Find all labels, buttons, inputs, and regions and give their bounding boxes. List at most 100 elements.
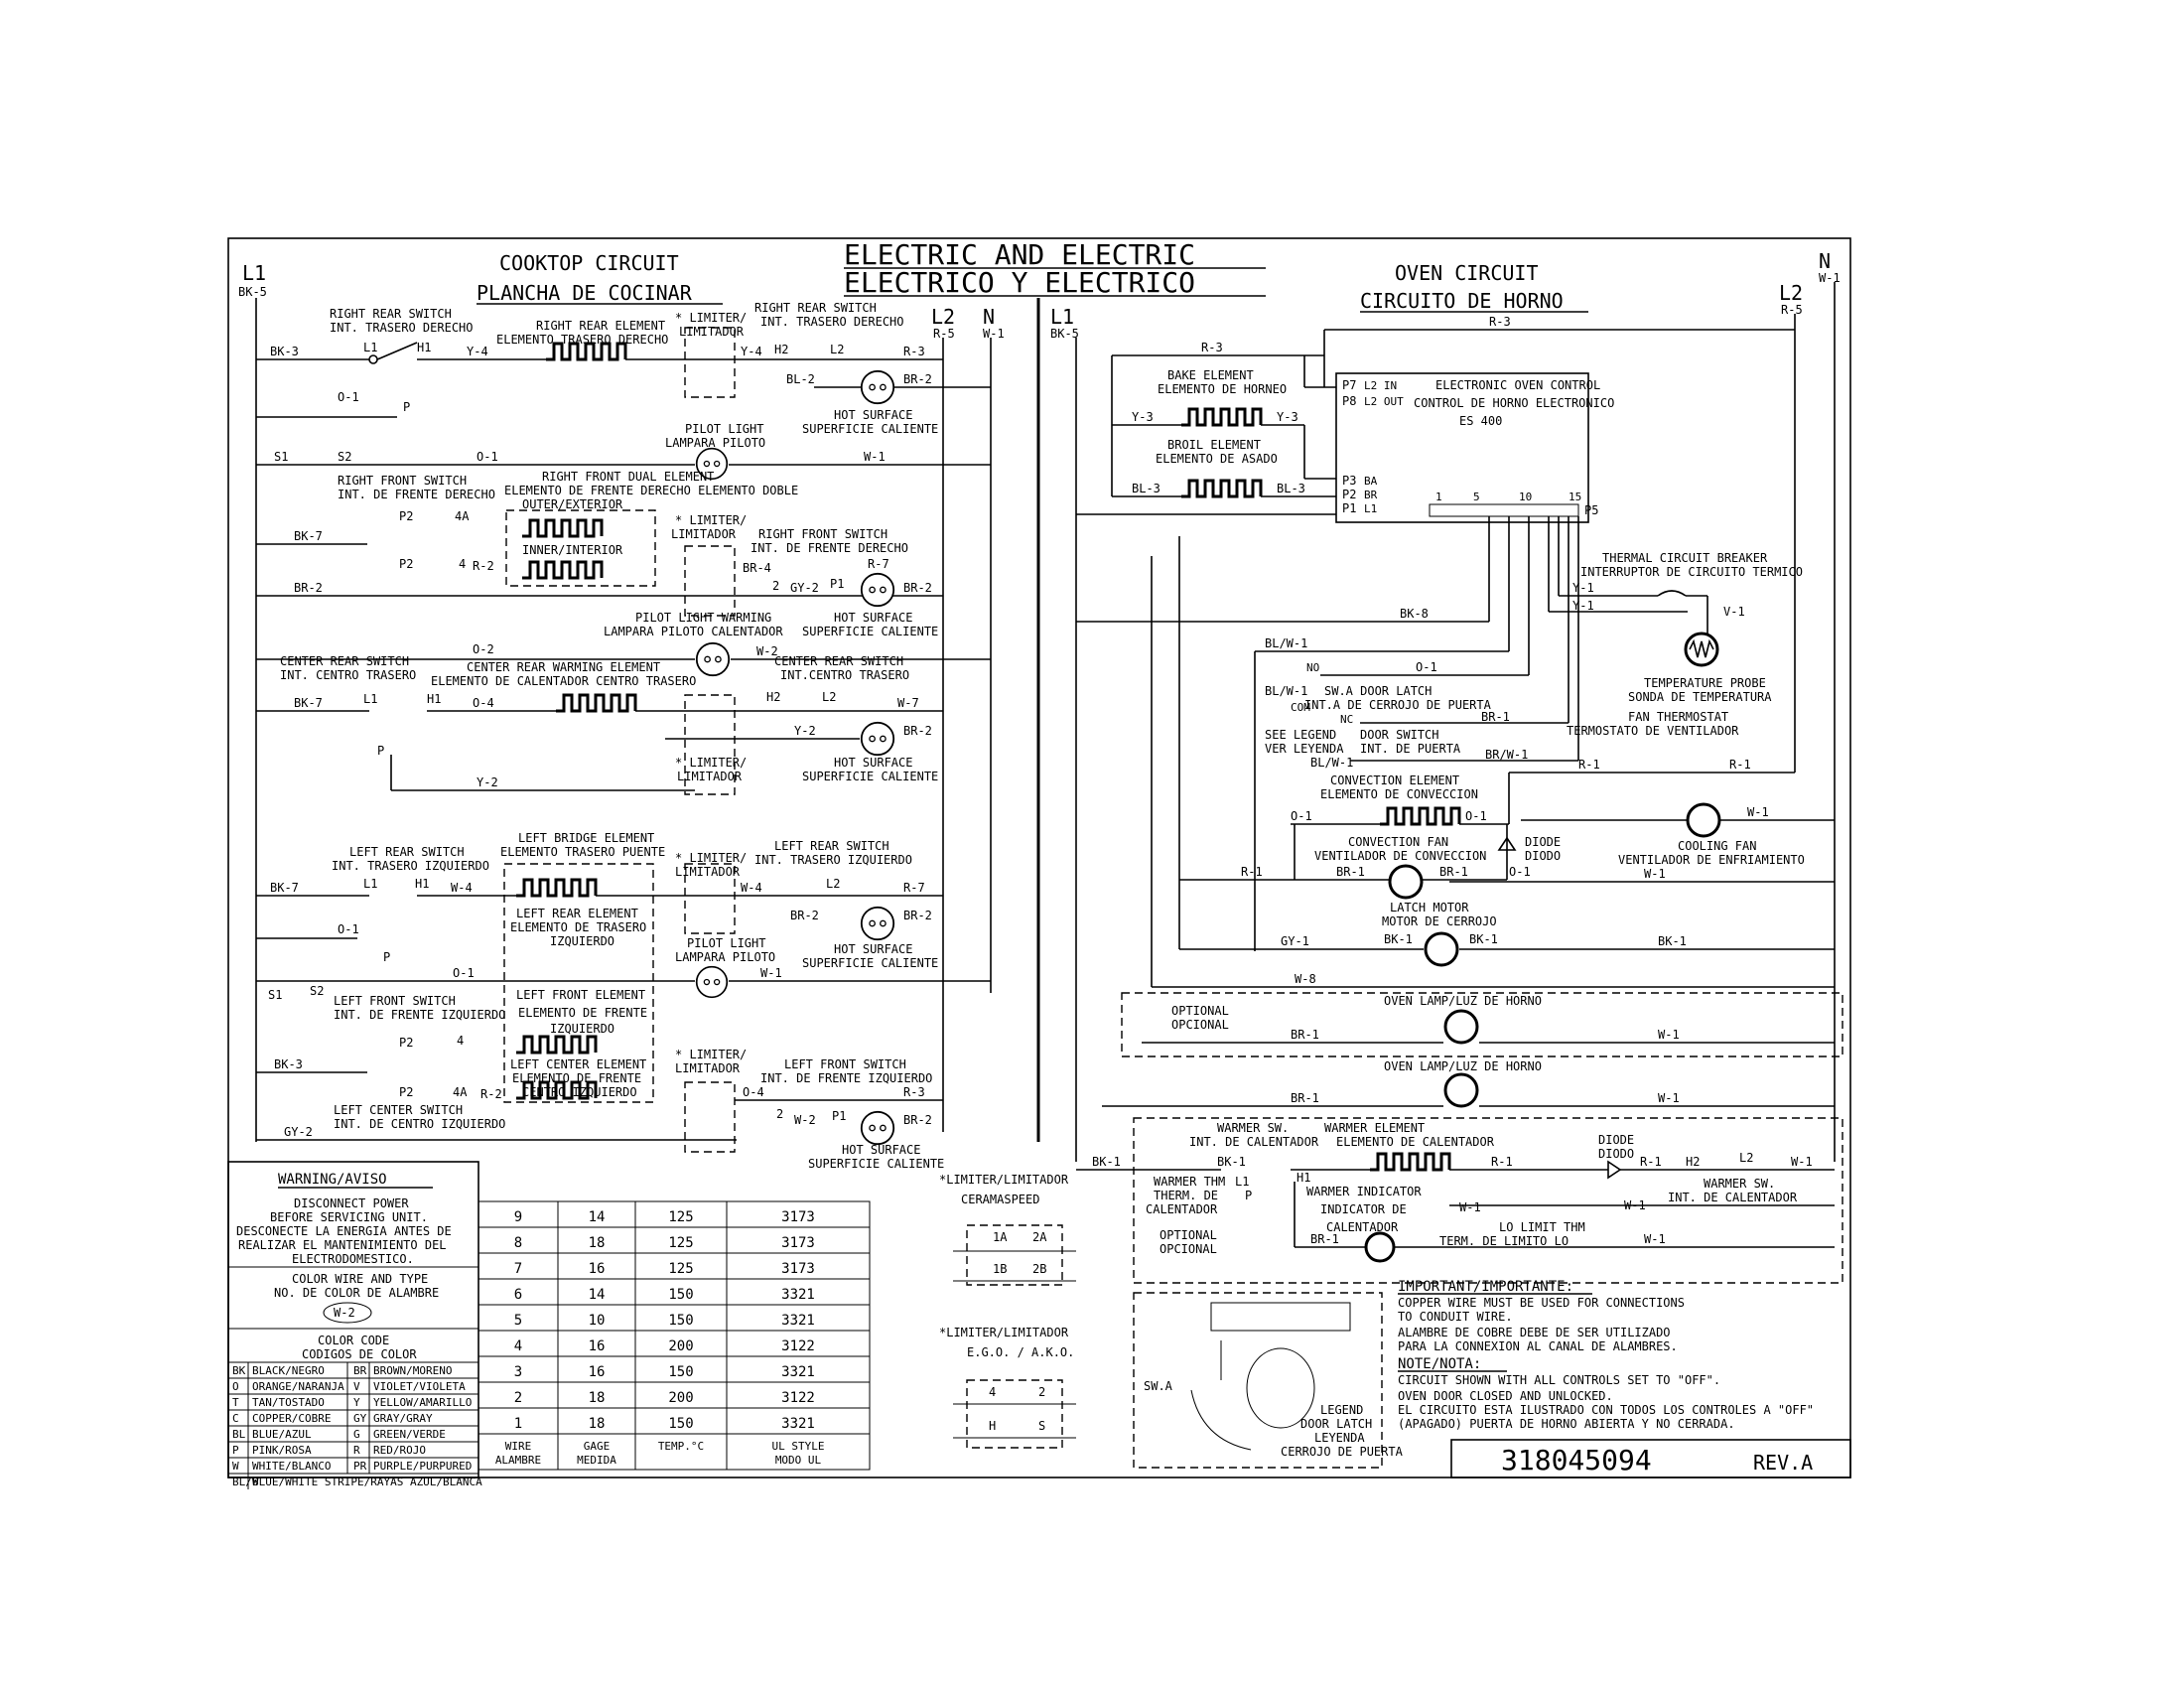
wire-table-cell: 3 [514, 1364, 522, 1380]
color-code-cell: BK [232, 1364, 246, 1377]
wire-sample [323, 1302, 372, 1324]
svg-text:DIODO: DIODO [1525, 849, 1561, 863]
oven-rail-l2-label: L2 [1779, 281, 1803, 305]
svg-text:4: 4 [459, 557, 466, 571]
svg-text:INDICATOR DE: INDICATOR DE [1320, 1202, 1407, 1216]
svg-text:S1: S1 [268, 988, 282, 1002]
svg-text:Y-3: Y-3 [1132, 410, 1154, 424]
svg-text:BR-1: BR-1 [1481, 710, 1510, 724]
svg-text:GY-1: GY-1 [1281, 934, 1309, 948]
svg-text:REALIZAR EL MANTENIMIENTO DEL: REALIZAR EL MANTENIMIENTO DEL [238, 1238, 447, 1252]
oven-rail-l1-label: L1 [1050, 305, 1074, 329]
svg-text:VENTILADOR DE CONVECCION: VENTILADOR DE CONVECCION [1314, 849, 1486, 863]
svg-text:BR-1: BR-1 [1310, 1232, 1339, 1246]
svg-text:R-7: R-7 [903, 881, 925, 895]
color-code-cell: BROWN/MORENO [373, 1364, 452, 1377]
color-code-cell: COPPER/COBRE [252, 1412, 331, 1425]
svg-text:CONTROL DE HORNO ELECTRONICO: CONTROL DE HORNO ELECTRONICO [1414, 396, 1614, 410]
svg-text:L2 OUT: L2 OUT [1364, 395, 1404, 408]
svg-text:O-1: O-1 [477, 450, 498, 464]
rail-n-wire: W-1 [983, 327, 1005, 341]
svg-text:R-1: R-1 [1241, 865, 1263, 879]
svg-text:O-1: O-1 [1416, 660, 1437, 674]
wire-table-cell: 10 [589, 1313, 606, 1329]
wire-table-cell: 16 [589, 1338, 606, 1354]
svg-text:WARMER ELEMENT: WARMER ELEMENT [1324, 1121, 1425, 1135]
cooktop-title: COOKTOP CIRCUIT [499, 251, 679, 275]
svg-text:BR-2: BR-2 [790, 909, 819, 922]
svg-text:IZQUIERDO: IZQUIERDO [550, 1022, 614, 1036]
svg-text:INT. DE CALENTADOR: INT. DE CALENTADOR [1189, 1135, 1319, 1149]
svg-text:LEFT FRONT SWITCH: LEFT FRONT SWITCH [784, 1057, 906, 1071]
wire-table-cell: 3173 [781, 1209, 815, 1225]
wire-table-cell: 6 [514, 1287, 522, 1303]
color-code-cell: W [232, 1460, 239, 1473]
svg-text:TEMPERATURE PROBE: TEMPERATURE PROBE [1644, 676, 1766, 690]
svg-text:OPTIONAL: OPTIONAL [1171, 1004, 1229, 1018]
wire-table-cell: 9 [514, 1209, 522, 1225]
color-code-cell: TAN/TOSTADO [252, 1396, 325, 1409]
svg-text:LEFT BRIDGE ELEMENT: LEFT BRIDGE ELEMENT [518, 831, 654, 845]
svg-text:GY-2: GY-2 [284, 1125, 313, 1139]
svg-text:IZQUIERDO: IZQUIERDO [550, 934, 614, 948]
svg-text:ELEMENTO DE HORNEO: ELEMENTO DE HORNEO [1158, 382, 1287, 396]
svg-text:SW.A: SW.A [1144, 1379, 1173, 1393]
svg-text:S2: S2 [310, 984, 324, 998]
hot-surface-indicator [860, 1110, 895, 1146]
svg-text:BK-7: BK-7 [294, 529, 323, 543]
svg-text:NO: NO [1306, 661, 1319, 674]
optional-lamp-box [1121, 992, 1843, 1057]
svg-text:O-1: O-1 [338, 390, 359, 404]
wire-table-cell: 3321 [781, 1313, 815, 1329]
svg-text:P: P [377, 744, 384, 758]
svg-text:MOTOR DE CERROJO: MOTOR DE CERROJO [1382, 914, 1497, 928]
wire-table-cell: 3321 [781, 1416, 815, 1432]
color-code-cell: G [353, 1428, 360, 1441]
color-code-cell: PURPLE/PURPURED [373, 1460, 472, 1473]
color-code-cell: O [232, 1380, 239, 1393]
color-code-cell: YELLOW/AMARILLO [373, 1396, 472, 1409]
svg-text:INT. DE FRENTE IZQUIERDO: INT. DE FRENTE IZQUIERDO [334, 1008, 505, 1022]
svg-text:P1: P1 [830, 577, 844, 591]
door-latch-legend [1133, 1292, 1383, 1469]
color-code-cell: RED/ROJO [373, 1444, 426, 1457]
svg-text:ELEMENTO DE CONVECCION: ELEMENTO DE CONVECCION [1320, 787, 1478, 801]
svg-text:CALENTADOR: CALENTADOR [1146, 1202, 1218, 1216]
svg-text:* LIMITER/: * LIMITER/ [675, 851, 747, 865]
svg-text:Y-2: Y-2 [477, 775, 498, 789]
svg-text:WARMER INDICATOR: WARMER INDICATOR [1306, 1185, 1422, 1198]
svg-text:H2: H2 [1686, 1155, 1700, 1169]
color-code-cell: BR [353, 1364, 367, 1377]
svg-text:OUTER/EXTERIOR: OUTER/EXTERIOR [522, 497, 623, 511]
svg-text:CERROJO DE PUERTA: CERROJO DE PUERTA [1281, 1445, 1404, 1459]
svg-text:DESCONECTE LA ENERGIA ANTES DE: DESCONECTE LA ENERGIA ANTES DE [236, 1224, 452, 1238]
svg-text:H1: H1 [417, 341, 431, 354]
color-code-cell: PR [353, 1460, 367, 1473]
svg-text:LATCH MOTOR: LATCH MOTOR [1390, 901, 1469, 914]
svg-text:BK-1: BK-1 [1092, 1155, 1121, 1169]
svg-text:W-1: W-1 [864, 450, 886, 464]
svg-text:BR-2: BR-2 [903, 581, 932, 595]
svg-text:WARMER SW.: WARMER SW. [1704, 1177, 1775, 1191]
svg-text:INT. TRASERO DERECHO: INT. TRASERO DERECHO [760, 315, 904, 329]
svg-text:BR-1: BR-1 [1439, 865, 1468, 879]
svg-text:LEFT FRONT ELEMENT: LEFT FRONT ELEMENT [516, 988, 645, 1002]
svg-text:DIODO: DIODO [1598, 1147, 1634, 1161]
svg-text:LIMITADOR: LIMITADOR [675, 865, 741, 879]
svg-text:ES 400: ES 400 [1459, 414, 1502, 428]
svg-text:BR-2: BR-2 [903, 372, 932, 386]
svg-text:LEFT REAR SWITCH: LEFT REAR SWITCH [774, 839, 889, 853]
oven-title: OVEN CIRCUIT [1395, 261, 1539, 285]
wire-table-cell: 150 [668, 1313, 693, 1329]
svg-text:ELEMENTO DE FRENTE DERECHO ELE: ELEMENTO DE FRENTE DERECHO ELEMENTO DOBL… [504, 484, 798, 497]
svg-text:L2: L2 [822, 690, 836, 704]
svg-text:BL-2: BL-2 [786, 372, 815, 386]
svg-text:PARA LA CONNEXION AL CANAL DE: PARA LA CONNEXION AL CANAL DE ALAMBRES. [1398, 1339, 1678, 1353]
svg-text:(APAGADO) PUERTA DE HORNO ABIE: (APAGADO) PUERTA DE HORNO ABIERTA Y NO C… [1398, 1417, 1735, 1431]
svg-text:O-4: O-4 [473, 696, 494, 710]
svg-text:BR-2: BR-2 [903, 724, 932, 738]
svg-text:BL/W-1: BL/W-1 [1310, 756, 1353, 770]
svg-text:OVEN LAMP/LUZ DE HORNO: OVEN LAMP/LUZ DE HORNO [1384, 1059, 1542, 1073]
rail-l1-wire: BK-5 [238, 285, 267, 299]
svg-text:ELECTRODOMESTICO.: ELECTRODOMESTICO. [292, 1252, 414, 1266]
